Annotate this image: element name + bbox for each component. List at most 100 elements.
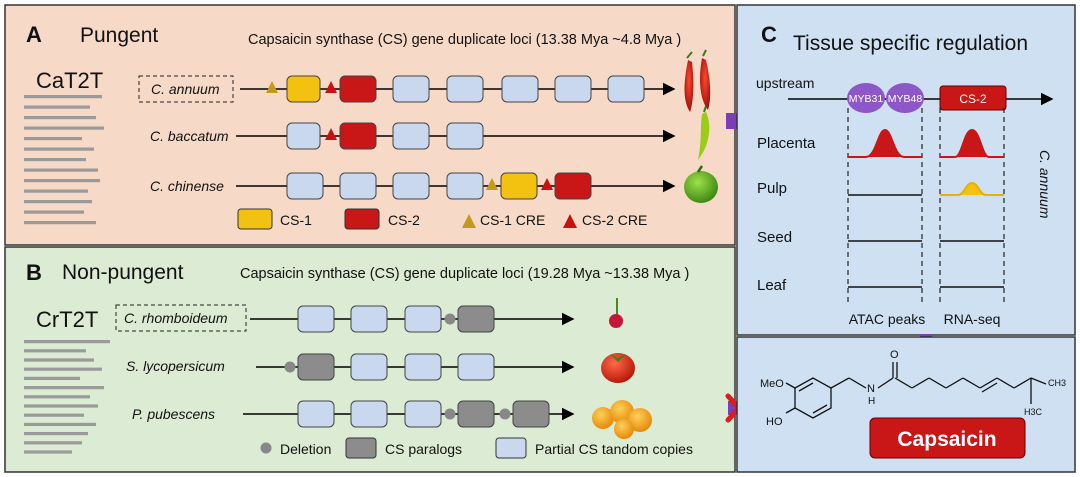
- amide-n-label: N: [867, 383, 875, 395]
- genome-bar: [24, 116, 96, 120]
- cs1-cre-marker: [486, 178, 498, 190]
- panel-a-letter: A: [26, 22, 42, 47]
- capsaicin-label: Capsaicin: [897, 428, 996, 451]
- legend-partial-label: Partial CS tandom copies: [535, 441, 693, 457]
- genome-bar: [24, 126, 104, 130]
- genome-bar: [24, 450, 72, 454]
- panel-c-title: Tissue specific regulation: [793, 32, 1028, 55]
- partial-cs-copy: [404, 400, 442, 428]
- carbonyl-o-label: O: [890, 349, 899, 361]
- cs2-gene: [554, 172, 592, 200]
- partial-cs-copy: [404, 353, 442, 381]
- partial-cs-copy: [350, 305, 388, 333]
- placenta-atac-track: [848, 128, 922, 158]
- partial-cs-copy: [446, 122, 484, 150]
- genome-bar: [24, 376, 80, 380]
- legend-partial-swatch: [495, 437, 527, 459]
- partial-cs-copy: [297, 400, 335, 428]
- panel-a-genome-bars: [24, 95, 104, 225]
- partial-cs-copy: [392, 172, 430, 200]
- cs2-cre-marker: [541, 178, 553, 190]
- panel-c-species-label: C. annuum: [1037, 150, 1053, 219]
- genome-bar: [24, 221, 96, 225]
- legend-paralogs-swatch: [345, 437, 377, 459]
- legend-cs1-cre-triangle: [462, 214, 476, 228]
- myb31-element: [847, 83, 885, 113]
- green-bell-pepper-icon: [684, 165, 718, 203]
- upstream-label: upstream: [756, 75, 814, 91]
- myb31-label: MYB31: [849, 93, 884, 105]
- cs-paralog: [457, 305, 495, 333]
- genome-bar: [24, 413, 84, 417]
- cs-paralog: [512, 400, 550, 428]
- genome-bar: [24, 349, 86, 353]
- myb48-element: [886, 83, 924, 113]
- cs1-gene: [286, 75, 321, 103]
- genome-bar: [24, 395, 90, 399]
- cs-paralog: [457, 400, 495, 428]
- partial-cs-copy: [404, 305, 442, 333]
- tissue-label-pulp: Pulp: [757, 180, 787, 197]
- cs2-gene: [339, 122, 377, 150]
- legend-cs2-swatch: [344, 208, 380, 230]
- capsaicin-structure: [785, 362, 1047, 419]
- genome-bar: [24, 441, 82, 445]
- legend-cs1-swatch: [237, 208, 273, 230]
- panel-a-header: Capsaicin synthase (CS) gene duplicate l…: [248, 32, 681, 48]
- species-label-c-annuum: C. annuum: [151, 81, 220, 97]
- genome-bar: [24, 210, 84, 214]
- panel-a-genes: [266, 75, 645, 200]
- ch3-label: CH3: [1048, 378, 1066, 388]
- panel-a-genome: CaT2T: [36, 68, 103, 93]
- genome-bar: [24, 358, 94, 362]
- partial-cs-copy: [350, 353, 388, 381]
- cs2-cre-marker: [325, 128, 337, 140]
- partial-cs-copy: [392, 75, 430, 103]
- deletion-marker: [444, 408, 456, 420]
- legend-cs2-cre-triangle: [563, 214, 577, 228]
- genome-bar: [24, 367, 102, 371]
- deletion-marker: [444, 313, 456, 325]
- partial-cs-copy: [446, 75, 484, 103]
- cs2-gene-box: [939, 85, 1007, 111]
- legend-deletion-label: Deletion: [280, 441, 331, 457]
- wild-pepper-icon: [609, 298, 623, 328]
- green-chili-icon: [698, 105, 710, 160]
- genome-bar: [24, 422, 96, 426]
- panel-b-genes: [284, 305, 550, 428]
- panel-b-header: Capsaicin synthase (CS) gene duplicate l…: [240, 266, 689, 282]
- partial-cs-copy: [350, 400, 388, 428]
- meo-label: MeO: [760, 378, 784, 390]
- genome-bar: [24, 432, 88, 436]
- c-rhomboideum-label-box: [115, 304, 247, 332]
- legend-deletion-dot: [260, 442, 272, 454]
- panel-c-letter: C: [761, 22, 777, 47]
- panel-b-title: Non-pungent: [62, 261, 184, 284]
- genome-bar: [24, 137, 82, 141]
- tissue-label-placenta: Placenta: [757, 135, 816, 152]
- cs2-gene-label: CS-2: [959, 92, 987, 106]
- deletion-marker: [499, 408, 511, 420]
- tissue-label-leaf: Leaf: [757, 277, 787, 294]
- genome-bar: [24, 168, 98, 172]
- species-label-c-rhomboideum: C. rhomboideum: [124, 310, 228, 326]
- partial-cs-copy: [457, 353, 495, 381]
- genome-bar: [24, 189, 88, 193]
- deletion-marker: [284, 361, 296, 373]
- genome-bar: [24, 340, 110, 344]
- panel-a-title: Pungent: [80, 24, 158, 47]
- cs1-cre-marker: [266, 81, 278, 93]
- species-label-c-baccatum: C. baccatum: [150, 128, 229, 144]
- rnaseq-label: RNA-seq: [944, 311, 1001, 327]
- genome-bar: [24, 95, 102, 99]
- pulp-rnaseq-track: [940, 181, 1004, 196]
- genome-bar: [24, 105, 90, 109]
- c-annuum-label-box: [138, 75, 234, 103]
- partial-cs-copy: [297, 305, 335, 333]
- partial-cs-copy: [501, 75, 539, 103]
- tomato-icon: [601, 353, 635, 383]
- genome-bar: [24, 179, 100, 183]
- legend-cs2-cre-label: CS-2 CRE: [582, 212, 647, 228]
